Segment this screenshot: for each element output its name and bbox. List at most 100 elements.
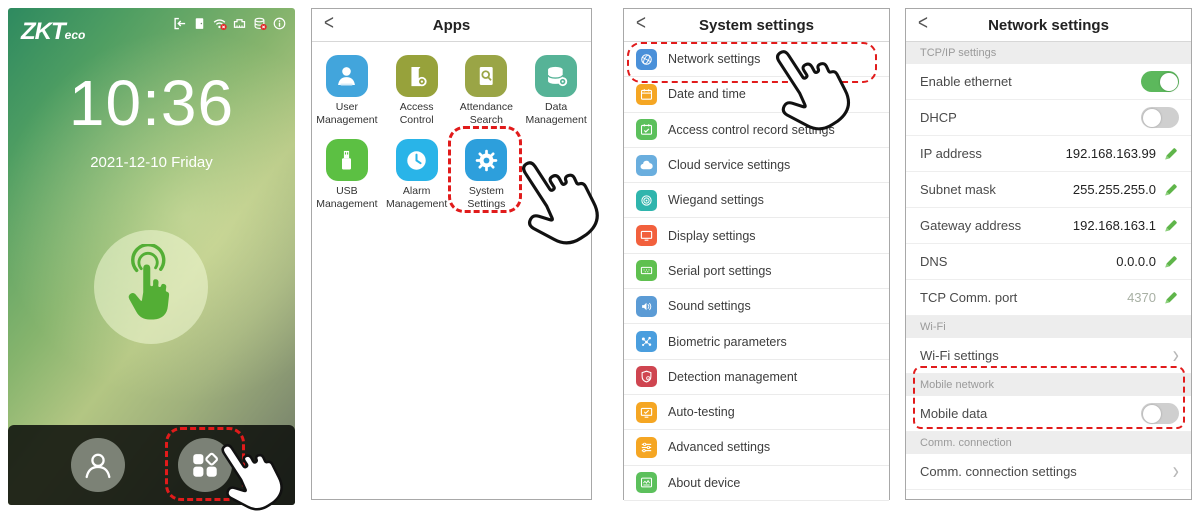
app-attendance-search[interactable]: Attendance Search xyxy=(452,55,522,127)
sliders-icon xyxy=(641,442,652,453)
app-user-management[interactable]: User Management xyxy=(312,55,382,127)
settings-item-about-device[interactable]: About device xyxy=(624,465,889,501)
status-bar xyxy=(172,16,287,31)
settings-item-detection-management[interactable]: Detection management xyxy=(624,359,889,395)
cloud-icon xyxy=(636,154,657,176)
clock-date: 2021-12-10 Friday xyxy=(90,154,213,171)
serial-port-icon xyxy=(640,267,653,275)
cloud-icon xyxy=(640,160,653,169)
settings-item-auto-testing[interactable]: Auto-testing xyxy=(624,394,889,431)
calendar-check-icon xyxy=(636,119,657,141)
enable-ethernet-toggle[interactable] xyxy=(1141,71,1179,92)
edit-pencil-icon[interactable] xyxy=(1163,290,1179,306)
page-title: Apps xyxy=(432,16,471,34)
back-chevron-icon[interactable]: < xyxy=(324,10,334,35)
section-header-wi-fi: Wi-Fi xyxy=(906,316,1191,338)
page-title: Network settings xyxy=(988,16,1109,34)
edit-pencil-icon[interactable] xyxy=(1163,182,1179,198)
chevron-right-icon: › xyxy=(1172,457,1179,486)
apps-button[interactable] xyxy=(178,438,232,492)
settings-item-access-control-record-settings[interactable]: Access control record settings xyxy=(624,112,889,148)
network-row-comm-connection-settings[interactable]: Comm. connection settings› xyxy=(906,454,1191,490)
about-icon xyxy=(636,472,657,494)
section-header-mobile-network: Mobile network xyxy=(906,374,1191,396)
auto-test-icon xyxy=(636,401,657,423)
network-row-dhcp[interactable]: DHCP xyxy=(906,100,1191,136)
settings-item-cloud-service-settings[interactable]: Cloud service settings xyxy=(624,147,889,184)
biometric-icon xyxy=(636,331,657,353)
edit-pencil-icon[interactable] xyxy=(1163,146,1179,162)
storage-icon xyxy=(252,16,267,31)
user-management-icon xyxy=(338,66,356,85)
edit-pencil-icon[interactable] xyxy=(1163,218,1179,234)
wiegand-icon xyxy=(641,195,652,206)
chevron-right-icon: › xyxy=(1172,341,1179,370)
clock-time: 10:36 xyxy=(68,67,235,139)
dock-bar xyxy=(8,425,295,505)
serial-port-icon xyxy=(636,260,657,282)
calendar-icon xyxy=(636,83,657,105)
app-system-settings[interactable]: System Settings xyxy=(452,139,522,211)
network-row-mobile-data[interactable]: Mobile data xyxy=(906,396,1191,432)
dhcp-toggle[interactable] xyxy=(1141,107,1179,128)
app-alarm-management[interactable]: Alarm Management xyxy=(382,139,452,211)
settings-item-serial-port-settings[interactable]: Serial port settings xyxy=(624,253,889,290)
info-icon xyxy=(272,16,287,31)
settings-item-biometric-parameters[interactable]: Biometric parameters xyxy=(624,324,889,360)
system-settings-icon xyxy=(475,149,498,171)
biometric-icon xyxy=(641,336,652,347)
back-chevron-icon[interactable]: < xyxy=(636,10,646,35)
ethernet-icon xyxy=(232,16,247,31)
settings-item-wiegand-settings[interactable]: Wiegand settings xyxy=(624,183,889,219)
app-data-management[interactable]: Data Management xyxy=(521,55,591,127)
settings-item-display-settings[interactable]: Display settings xyxy=(624,218,889,254)
settings-item-date-and-time[interactable]: Date and time xyxy=(624,77,889,113)
network-icon xyxy=(636,48,657,70)
shield-icon xyxy=(636,366,657,388)
section-header-comm-connection: Comm. connection xyxy=(906,432,1191,454)
exit-icon xyxy=(172,16,187,31)
mobile-data-toggle[interactable] xyxy=(1141,403,1179,424)
touch-hand-icon xyxy=(128,244,170,320)
user-login-button[interactable] xyxy=(71,438,125,492)
page-title: System settings xyxy=(698,16,815,34)
usb-management-icon xyxy=(342,150,352,169)
edit-pencil-icon[interactable] xyxy=(1163,254,1179,270)
sliders-icon xyxy=(636,436,657,458)
touch-prompt[interactable] xyxy=(94,230,208,344)
display-icon xyxy=(640,231,653,241)
data-management-icon xyxy=(547,66,567,86)
zkteco-logo: ZKTeco xyxy=(21,18,86,45)
display-icon xyxy=(636,225,657,247)
apps-grid-icon xyxy=(193,452,218,477)
app-access-control[interactable]: Access Control xyxy=(382,55,452,127)
calendar-check-icon xyxy=(640,124,653,135)
sound-icon xyxy=(636,295,657,317)
settings-item-advanced-settings[interactable]: Advanced settings xyxy=(624,430,889,466)
calendar-icon xyxy=(640,89,653,100)
network-icon xyxy=(641,53,652,65)
lock-screen: ZKTeco 10:36 2021-12-10 Friday xyxy=(8,8,295,505)
settings-item-network-settings[interactable]: Network settings xyxy=(624,42,889,78)
sound-icon xyxy=(642,302,652,310)
network-row-wi-fi-settings[interactable]: Wi-Fi settings› xyxy=(906,338,1191,374)
network-row-enable-ethernet[interactable]: Enable ethernet xyxy=(906,64,1191,100)
app-usb-management[interactable]: USB Management xyxy=(312,139,382,211)
person-icon xyxy=(85,453,111,479)
back-chevron-icon[interactable]: < xyxy=(918,10,928,35)
settings-item-sound-settings[interactable]: Sound settings xyxy=(624,289,889,325)
alarm-management-icon xyxy=(407,150,426,170)
wiegand-icon xyxy=(636,189,657,211)
attendance-search-icon xyxy=(479,66,493,85)
